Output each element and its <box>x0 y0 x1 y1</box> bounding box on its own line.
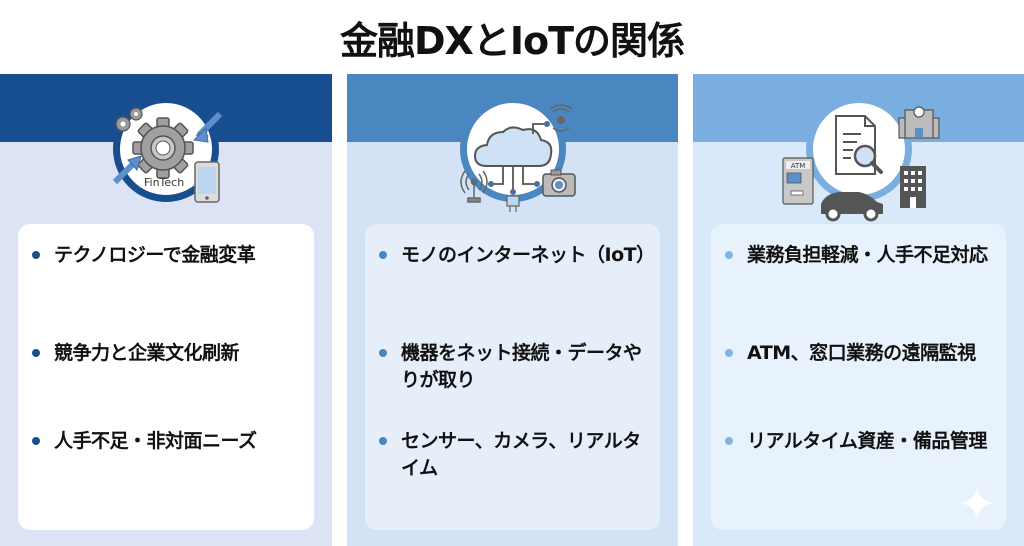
svg-text:ATM: ATM <box>791 162 806 170</box>
bullet-icon <box>32 437 40 445</box>
bullet-icon <box>725 349 733 357</box>
column-fintech: FinTech テクノロジーで金融変革 競争力と企業文化刷新 人手不足・非対面ニ… <box>0 74 332 546</box>
content-card: 業務負担軽減・人手不足対応 ATM、窓口業務の遠隔監視 リアルタイム資産・備品管… <box>711 224 1006 530</box>
list-item: 競争力と企業文化刷新 <box>18 340 314 367</box>
list-item: ATM、窓口業務の遠隔監視 <box>711 340 1006 367</box>
bullet-icon <box>32 251 40 259</box>
bullet-icon <box>379 349 387 357</box>
list-item: 人手不足・非対面ニーズ <box>18 428 314 455</box>
content-card: モノのインターネット（IoT） 機器をネット接続・データやりが取り センサー、カ… <box>365 224 660 530</box>
content-card: テクノロジーで金融変革 競争力と企業文化刷新 人手不足・非対面ニーズ <box>18 224 314 530</box>
atm-icon: ATM <box>782 157 814 205</box>
list-item: モノのインターネット（IoT） <box>365 242 660 269</box>
office-building-icon <box>900 166 926 208</box>
column-applications: ATM 業務負担軽減・人手不足対応 ATM、窓口業務の遠隔監視 リアルタイム資産… <box>693 74 1024 546</box>
fintech-gear-icon: FinTech <box>112 107 223 203</box>
bank-building-icon <box>898 106 940 139</box>
list-item: 業務負担軽減・人手不足対応 <box>711 242 1006 269</box>
bullet-icon <box>32 349 40 357</box>
bullet-icon <box>379 437 387 445</box>
sparkle-icon <box>960 486 994 520</box>
sensor-icon <box>549 104 573 132</box>
car-icon <box>821 192 883 222</box>
bullet-icon <box>379 251 387 259</box>
device-icon <box>506 195 520 212</box>
antenna-icon <box>460 170 488 203</box>
document-search-icon: ATM <box>782 106 940 222</box>
list-item: 機器をネット接続・データやりが取り <box>365 340 660 394</box>
iot-cloud-network-icon <box>460 104 576 212</box>
bullet-icon <box>725 251 733 259</box>
list-item: テクノロジーで金融変革 <box>18 242 314 269</box>
svg-text:FinTech: FinTech <box>144 176 184 189</box>
smartphone-icon <box>194 161 220 203</box>
list-item: リアルタイム資産・備品管理 <box>711 428 1006 455</box>
list-item: センサー、カメラ、リアルタイム <box>365 428 660 482</box>
column-iot: モノのインターネット（IoT） 機器をネット接続・データやりが取り センサー、カ… <box>347 74 678 546</box>
page-title: 金融DXとIoTの関係 <box>339 19 685 63</box>
bullet-icon <box>725 437 733 445</box>
camera-icon <box>542 169 576 197</box>
